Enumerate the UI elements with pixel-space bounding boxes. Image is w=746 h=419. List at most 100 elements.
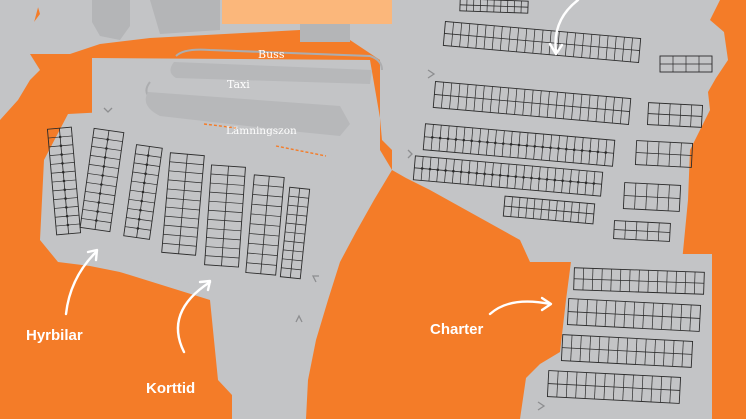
loop-island-fills bbox=[145, 62, 372, 136]
ev-charger-dot bbox=[65, 206, 68, 209]
ev-charger-dot bbox=[103, 156, 107, 159]
stall-block-long-2 bbox=[432, 81, 632, 125]
ev-charger-dot bbox=[66, 223, 70, 227]
parking-stalls bbox=[46, 0, 713, 404]
ev-charger-dot bbox=[63, 188, 67, 192]
stall-block-charter-2 bbox=[566, 298, 702, 332]
ev-charger-dot bbox=[506, 174, 510, 178]
loop-island-outer bbox=[175, 48, 383, 71]
ev-charger-dot bbox=[514, 175, 518, 178]
ev-charger-dot bbox=[576, 180, 580, 184]
stall-block-east-2 bbox=[646, 102, 704, 128]
ev-charger-dot bbox=[501, 142, 505, 145]
ev-charger-dot bbox=[444, 169, 447, 172]
ev-charger-dot bbox=[498, 174, 502, 177]
ev-charger-dot bbox=[509, 143, 513, 146]
pavement-layer bbox=[0, 0, 728, 419]
ev-charger-dot bbox=[486, 140, 489, 144]
direction-markers bbox=[103, 69, 546, 411]
building-west-block bbox=[150, 0, 220, 34]
stall-block-short-4 bbox=[279, 186, 311, 280]
stall-block-long-5 bbox=[502, 195, 596, 225]
ev-charger-dot bbox=[62, 179, 66, 183]
stall-block-east-4 bbox=[622, 182, 682, 212]
ev-charger-dot bbox=[494, 141, 497, 145]
ev-charger-dot bbox=[60, 153, 63, 156]
ev-charger-dot bbox=[97, 201, 101, 204]
ev-charger-dot bbox=[596, 150, 600, 154]
stall-block-long-4 bbox=[412, 155, 604, 197]
dropoff-dash-west bbox=[203, 123, 237, 129]
ev-charger-dot bbox=[467, 171, 471, 174]
ev-charger-dot bbox=[530, 176, 533, 180]
ev-charger-dot bbox=[136, 227, 140, 230]
ev-charger-dot bbox=[430, 136, 434, 139]
ev-charger-dot bbox=[545, 178, 549, 181]
stall-block-short-3 bbox=[245, 174, 285, 276]
stall-block-east-5 bbox=[613, 220, 671, 242]
ev-charger-dot bbox=[141, 190, 145, 194]
ev-charger-dot bbox=[517, 143, 521, 147]
ev-charger-dot bbox=[522, 176, 525, 179]
curved-pointer-arrow-icon bbox=[176, 279, 212, 354]
dropoff-dash-east bbox=[275, 145, 327, 157]
direction-arrow-icon bbox=[311, 275, 319, 283]
ev-charger-dot bbox=[459, 170, 463, 174]
ev-charger-dot bbox=[549, 146, 552, 150]
ev-charger-dot bbox=[572, 148, 576, 152]
stall-block-long-1 bbox=[442, 21, 642, 63]
ev-charger-dot bbox=[475, 171, 479, 175]
ev-charger-dot bbox=[557, 147, 560, 150]
ev-charger-dot bbox=[59, 144, 63, 148]
ev-charger-dot bbox=[61, 170, 65, 174]
ev-charger-dot bbox=[584, 181, 588, 185]
ev-charger-dot bbox=[537, 177, 541, 181]
island-taxi-dropoff bbox=[145, 92, 350, 136]
stall-block-east-1 bbox=[659, 55, 713, 73]
ev-charger-dot bbox=[64, 197, 67, 200]
rental-cars-label: Hyrbilar bbox=[26, 327, 83, 344]
building-west-wing bbox=[92, 0, 130, 40]
stall-block-long-3 bbox=[422, 123, 616, 167]
stall-block-charter-3 bbox=[560, 334, 694, 368]
ev-charger-dot bbox=[565, 147, 568, 151]
ev-charger-dot bbox=[65, 214, 69, 218]
ev-charger-dot bbox=[491, 173, 494, 176]
stall-block-charter-4 bbox=[546, 370, 682, 404]
ev-charger-dot bbox=[100, 183, 103, 186]
ev-charger-dot bbox=[95, 219, 98, 222]
stall-block-rental-2 bbox=[79, 127, 125, 233]
curved-pointer-arrow-icon bbox=[64, 248, 99, 316]
ev-charger-dot bbox=[478, 140, 481, 143]
left-curve-area bbox=[0, 0, 40, 120]
ev-charger-dot bbox=[604, 151, 608, 154]
lower-connector-road bbox=[232, 380, 306, 419]
ev-charger-dot bbox=[142, 181, 146, 185]
ev-charger-dot bbox=[146, 154, 150, 157]
ev-charger-dot bbox=[140, 199, 144, 203]
dropoff-zone-lines bbox=[203, 123, 327, 157]
ev-charger-dot bbox=[436, 168, 440, 172]
stall-block-charter-1 bbox=[573, 267, 705, 295]
terminal-main-block bbox=[222, 0, 392, 24]
ev-charger-dot bbox=[452, 169, 455, 173]
ev-charger-dot bbox=[438, 136, 442, 140]
ev-charger-dot bbox=[102, 165, 106, 168]
direction-arrow-icon bbox=[295, 314, 303, 323]
island-bus-taxi bbox=[170, 62, 372, 84]
stall-block-long-top bbox=[459, 0, 529, 14]
ev-charger-dot bbox=[588, 149, 592, 153]
ev-charger-dot bbox=[462, 138, 466, 142]
ev-charger-dot bbox=[428, 167, 432, 171]
ev-charger-dot bbox=[145, 163, 149, 166]
ev-charger-dot bbox=[592, 182, 596, 185]
ev-charger-dot bbox=[533, 145, 537, 148]
left-lot-surface bbox=[40, 112, 336, 300]
ev-charger-dot bbox=[144, 172, 147, 176]
ev-charger-dot bbox=[58, 135, 62, 139]
ev-charger-dot bbox=[420, 167, 424, 170]
ev-charger-dot bbox=[96, 210, 99, 213]
bus-lane-label: Buss bbox=[258, 48, 285, 61]
stall-block-short-1 bbox=[161, 152, 205, 256]
